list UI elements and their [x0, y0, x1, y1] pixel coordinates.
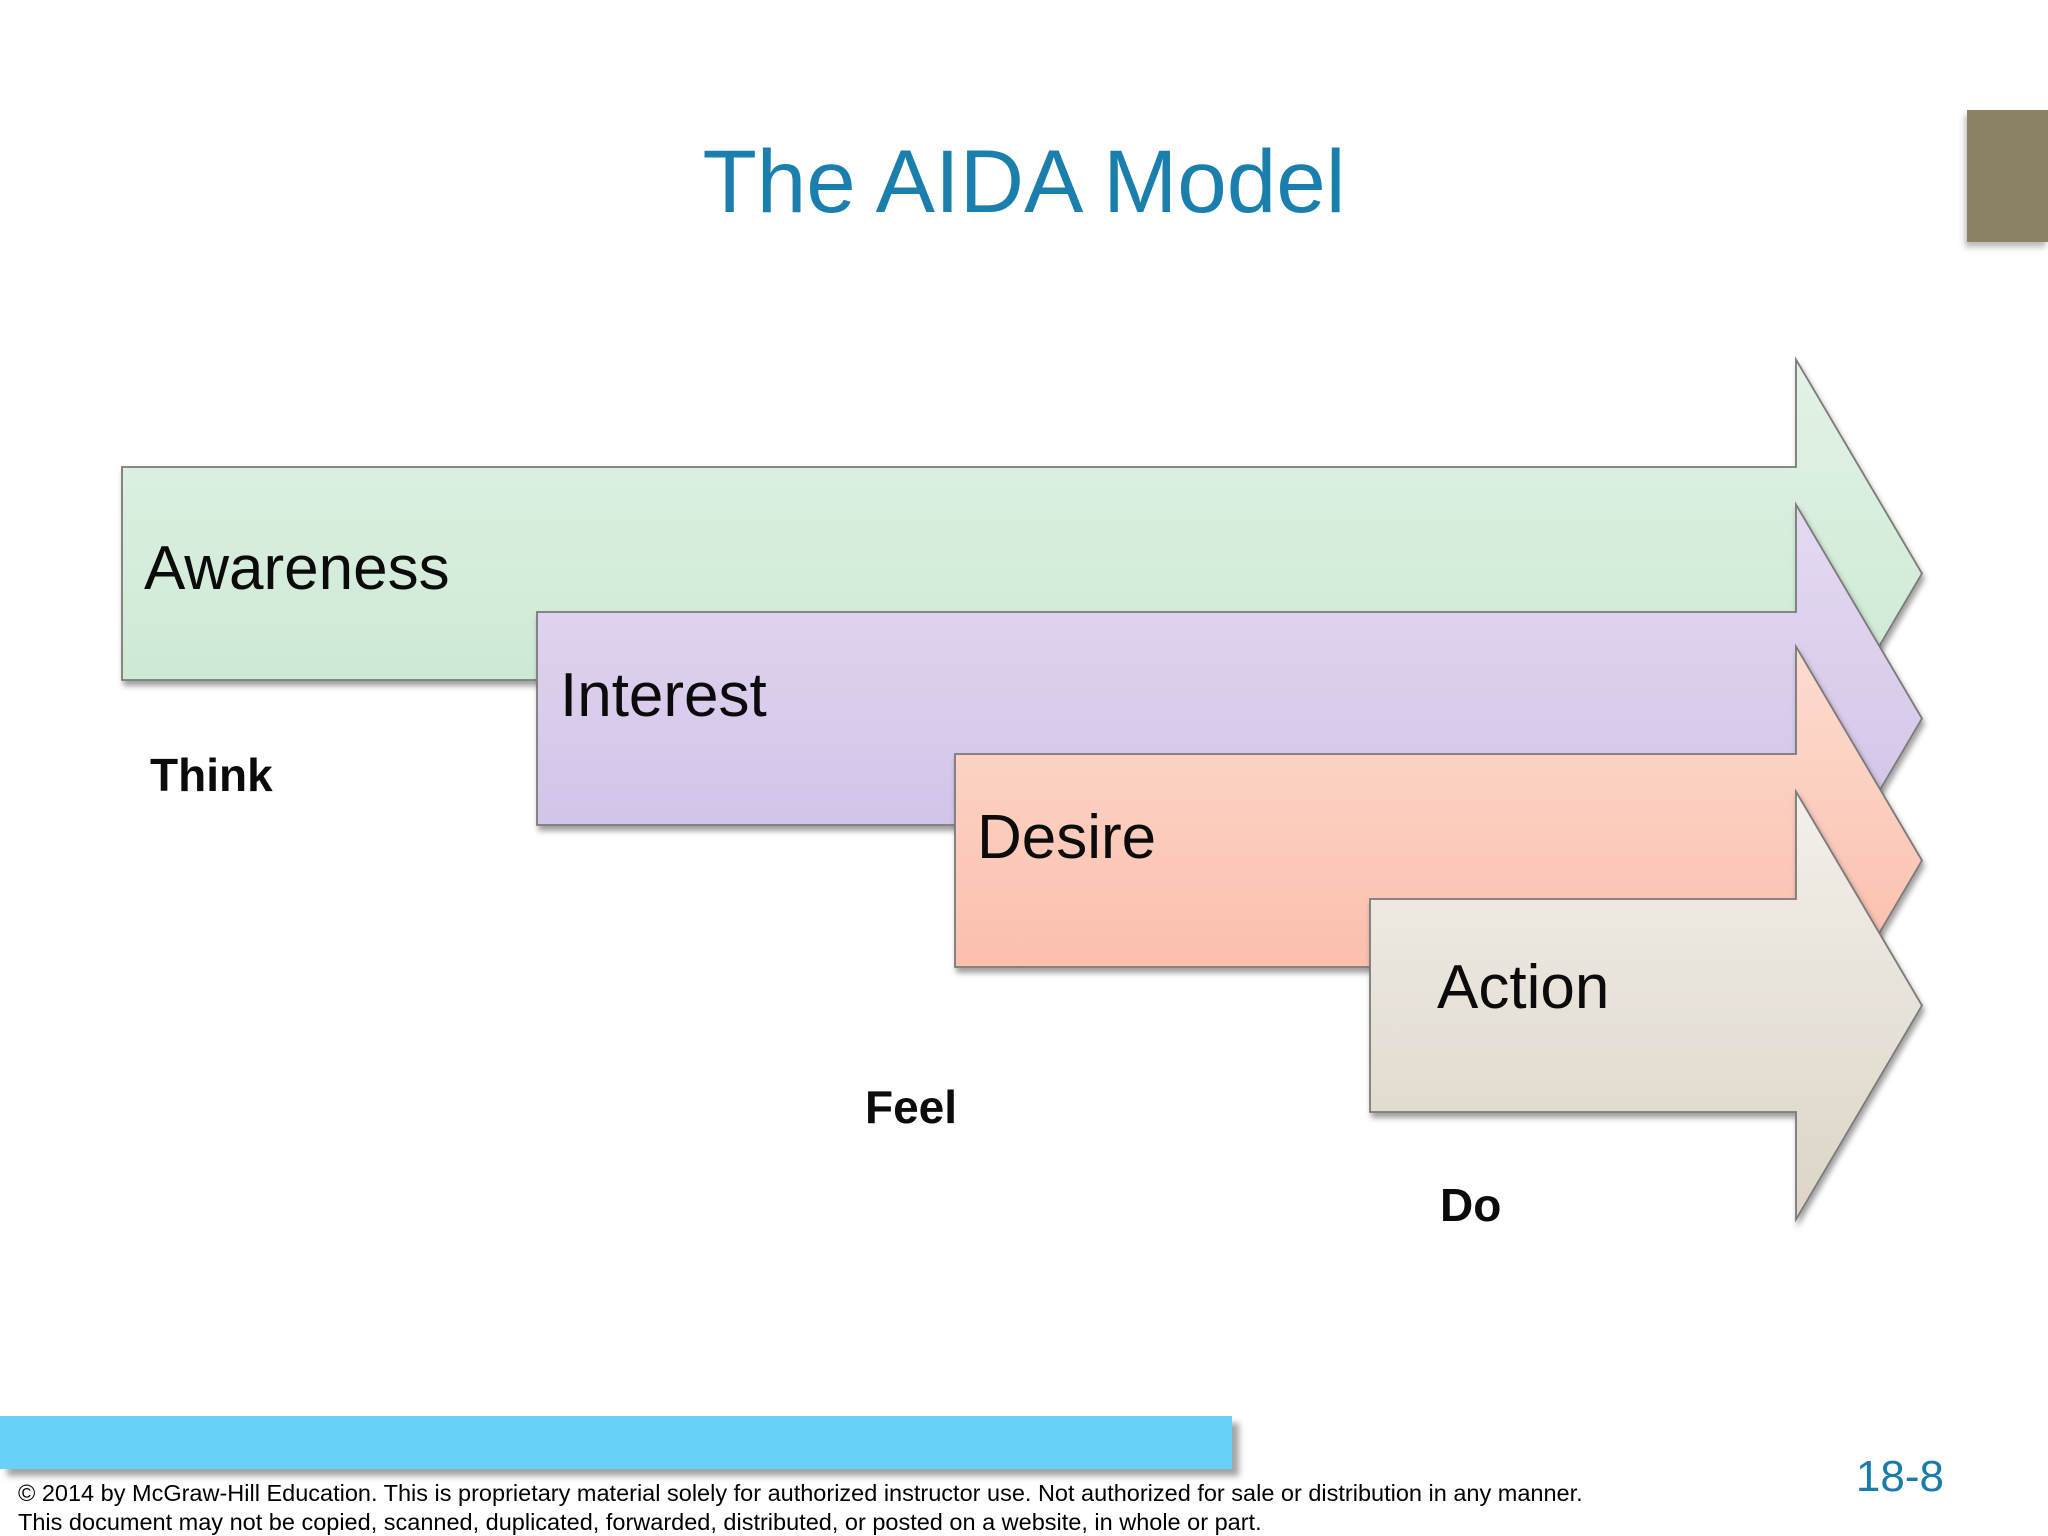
page-title: The AIDA Model — [702, 131, 1346, 231]
copyright-line-1: © 2014 by McGraw-Hill Education. This is… — [18, 1480, 1583, 1506]
arrow-label-interest: Interest — [560, 661, 767, 730]
corner-accent — [1967, 110, 2048, 242]
page-number: 18-8 — [1855, 1452, 1944, 1501]
arrow-label-awareness: Awareness — [144, 534, 450, 603]
arrow-label-desire: Desire — [977, 803, 1157, 872]
stage-label-do: Do — [1440, 1179, 1502, 1231]
copyright-notice: © 2014 by McGraw-Hill Education. This is… — [18, 1479, 1998, 1536]
stage-label-think: Think — [150, 749, 273, 801]
arrow-shape-action — [1369, 788, 1924, 1223]
arrow-label-action: Action — [1437, 953, 1610, 1022]
copyright-line-2: This document may not be copied, scanned… — [18, 1509, 1262, 1536]
stage-label-feel: Feel — [865, 1081, 958, 1133]
bottom-accent-bar — [0, 1416, 1232, 1469]
